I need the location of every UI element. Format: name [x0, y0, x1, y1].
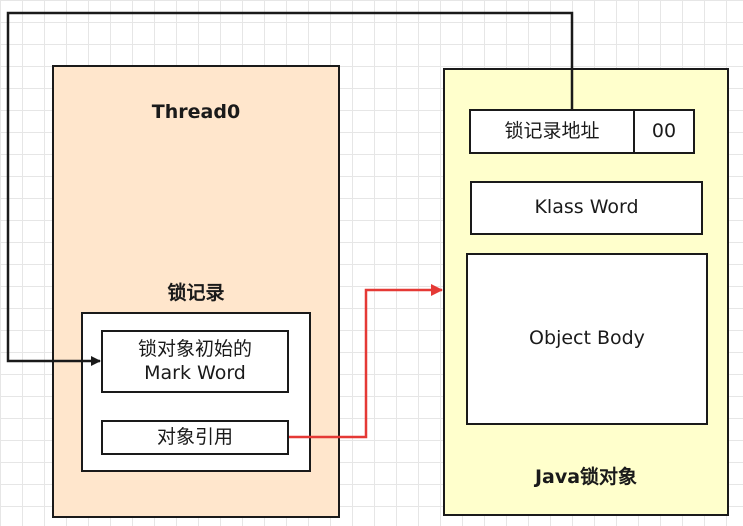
thread-title: Thread0 [151, 101, 241, 123]
klass-word-box: Klass Word [470, 181, 703, 235]
lock-bits-box: 00 [633, 109, 695, 154]
lock-record-label: 锁记录 [167, 282, 225, 304]
mark-word-box: 锁对象初始的 Mark Word [101, 330, 289, 393]
java-object-title: Java锁对象 [534, 466, 638, 488]
lock-record-address-box: 锁记录地址 [469, 109, 635, 154]
mark-word-line1: 锁对象初始的 [137, 337, 252, 360]
object-body-box: Object Body [466, 253, 708, 425]
mark-word-line2: Mark Word [144, 361, 246, 384]
object-reference-box: 对象引用 [101, 420, 289, 455]
